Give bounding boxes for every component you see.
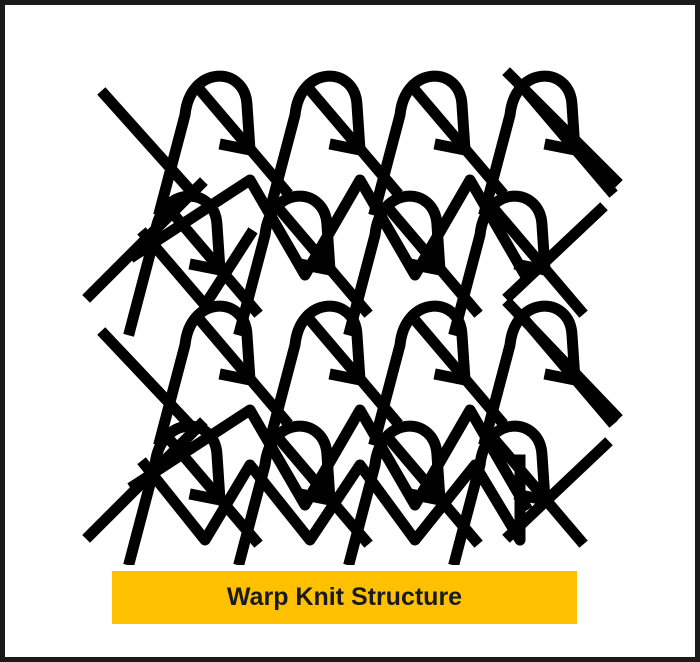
loop-stitch xyxy=(478,300,581,447)
loop-stitch xyxy=(448,420,551,565)
underlap-segment xyxy=(192,312,293,428)
loop-stitch xyxy=(263,300,366,447)
loop-stitch xyxy=(233,190,336,337)
loop-stitch xyxy=(368,70,471,217)
underlap-segment xyxy=(407,312,508,428)
underlap-segment xyxy=(272,202,373,318)
zigzag-bottom xyxy=(137,454,526,546)
caption-text: Warp Knit Structure xyxy=(226,583,463,611)
loop-stitch xyxy=(263,70,366,217)
loop-stitch xyxy=(233,420,336,565)
loop-stitch xyxy=(343,420,446,565)
zigzag-row xyxy=(127,174,533,283)
caption-box-layer xyxy=(112,571,577,624)
warp-knit-diagram xyxy=(82,67,623,565)
loop-stitch xyxy=(153,300,256,447)
zigzag-row xyxy=(127,404,533,513)
underlap-right xyxy=(502,67,623,188)
underlap-right xyxy=(502,437,613,543)
loop-stitch xyxy=(448,190,551,337)
underlap-left xyxy=(97,327,198,433)
underlap-segment xyxy=(192,82,293,198)
underlap-right xyxy=(502,297,623,423)
underlap-segment xyxy=(487,432,588,548)
underlap-left xyxy=(97,87,198,198)
caption-box xyxy=(112,571,577,624)
loop-stitch xyxy=(343,190,446,337)
underlap-segment xyxy=(407,82,508,198)
loop-stitch xyxy=(368,300,471,447)
loop-stitch xyxy=(478,70,581,217)
loop-stitch xyxy=(153,70,256,217)
zigzag-mid xyxy=(137,227,258,311)
underlap-segment xyxy=(487,202,588,318)
underlap-segment xyxy=(272,432,373,548)
